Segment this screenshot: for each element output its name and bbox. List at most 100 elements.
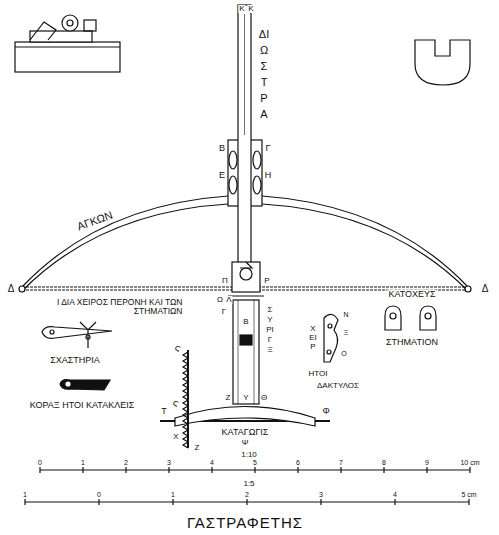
scale-number: 1 xyxy=(170,491,176,498)
hand-part xyxy=(324,314,338,362)
scale-tick xyxy=(24,499,25,505)
scale-number: 2 xyxy=(123,459,129,466)
scale-number: 6 xyxy=(295,459,301,466)
part-label: ΚΑΤΑΓΩΓΙΣ xyxy=(221,428,270,437)
part-label: Ξ xyxy=(343,329,350,336)
part-label: ΔΑΚΤΥΛΟΣ xyxy=(316,382,360,390)
part-label: Ϛ xyxy=(172,400,181,409)
rack-tooth xyxy=(183,358,188,364)
part-label: Χ xyxy=(172,433,179,441)
scale-tick xyxy=(211,467,212,473)
scale-number: 3 xyxy=(318,491,324,498)
rack-tooth xyxy=(183,400,188,406)
part-label: Δ xyxy=(7,284,16,294)
rack-tooth xyxy=(183,430,188,436)
part-label: Φ xyxy=(321,407,330,416)
part-label: Γ xyxy=(265,144,272,153)
rack-tooth xyxy=(183,406,188,412)
scale-ticks xyxy=(25,467,470,505)
trigger-lever xyxy=(42,327,112,339)
rack-tooth xyxy=(183,364,188,370)
rack-tooth xyxy=(183,418,188,424)
scale-number: 4 xyxy=(392,491,398,498)
scale-number: 8 xyxy=(381,459,387,466)
part-label: Β xyxy=(218,144,226,153)
part-label: Κ xyxy=(238,5,245,13)
part-label: 1:5 xyxy=(242,480,255,488)
part-label: Π xyxy=(221,277,229,285)
part-label: Η xyxy=(264,171,273,180)
part-label: Τ xyxy=(160,407,168,416)
scale-number: 5 cm xyxy=(460,491,477,498)
scale-number: 0 xyxy=(96,491,102,498)
part-label: Ω xyxy=(216,296,224,304)
part-label: Β xyxy=(242,318,249,326)
part-label: ΧΕΙΡ xyxy=(308,324,318,352)
scale-tick xyxy=(297,467,298,473)
hand-hole xyxy=(327,350,331,354)
scale-tick xyxy=(394,499,395,505)
holder-hole xyxy=(425,313,431,319)
part-label: Κ xyxy=(247,5,254,13)
rack-tooth xyxy=(183,370,188,376)
scale-number: 4 xyxy=(209,459,215,466)
part-label: Ϛ xyxy=(174,345,183,354)
part-label: Γ xyxy=(221,308,227,316)
holder-part xyxy=(420,306,436,330)
claw-part xyxy=(60,380,110,391)
part-label: Ζ xyxy=(225,394,232,402)
side-detail xyxy=(15,15,120,72)
scale-tick xyxy=(320,499,321,505)
scale-tick xyxy=(98,499,99,505)
scale-number: 2 xyxy=(244,491,250,498)
rack-tooth xyxy=(183,442,188,448)
part-label: Υ xyxy=(242,394,249,402)
scale-number: 3 xyxy=(166,459,172,466)
part-label: ΔΙΩΣΤΡΑ xyxy=(258,27,271,123)
stomach-rest xyxy=(160,407,330,427)
scale-tick xyxy=(172,499,173,505)
part-label: ΑΓΚΩΝ xyxy=(75,209,115,233)
claw-hole xyxy=(66,382,70,386)
part-label: Ρ xyxy=(263,277,270,285)
part-label: ΚΑΤΟΧΕΥΣ xyxy=(387,290,436,299)
part-label: Ψ xyxy=(241,439,250,447)
part-label: Ζ xyxy=(194,444,201,452)
scale-tick xyxy=(426,467,427,473)
part-label: Ν xyxy=(342,311,349,318)
part-label: ΣΧΑΣΤΗΡΙΑ xyxy=(49,356,101,365)
scale-number: 10 cm xyxy=(459,459,480,466)
scale-number: 7 xyxy=(338,459,344,466)
part-label: ΚΟΡΑΞ ΗΤΟΙ ΚΑΤΑΚΛΕΙΣ xyxy=(29,401,136,410)
scale-tick xyxy=(383,467,384,473)
rack-tooth xyxy=(183,376,188,382)
scale-tick xyxy=(125,467,126,473)
holder-part xyxy=(385,306,401,330)
scale-tick xyxy=(168,467,169,473)
rack-tooth xyxy=(183,394,188,400)
part-label: Ι ΔΙΑ ΧΕΙΡΟΣ ΠΕΡΟΝΗ ΚΑΙ ΤΩΝ ΣΤΗΜΑΤΙΩΝ xyxy=(17,298,184,315)
scale-number: 1 xyxy=(22,491,28,498)
part-label: Ε xyxy=(218,171,226,180)
hand-hole xyxy=(328,324,332,328)
rack-tooth xyxy=(183,388,188,394)
rack-tooth xyxy=(183,352,188,358)
scale-tick xyxy=(468,499,469,505)
rack-tooth xyxy=(183,436,188,442)
part-label: Ο xyxy=(340,350,347,357)
scale-number: 0 xyxy=(37,459,43,466)
scale-tick xyxy=(469,467,470,473)
scale-tick xyxy=(254,467,255,473)
part-label: Λ xyxy=(225,296,232,304)
rack-tooth xyxy=(183,424,188,430)
pin-hole xyxy=(86,335,90,339)
part-label: Θ xyxy=(260,394,268,402)
part-label: ΣΤΗΜΑΤΙΟΝ xyxy=(385,338,439,347)
scale-tick xyxy=(246,499,247,505)
scale-number: 9 xyxy=(424,459,430,466)
lever-hole xyxy=(50,330,54,334)
scale-tick xyxy=(340,467,341,473)
rack-tooth xyxy=(183,382,188,388)
trigger-block xyxy=(415,40,470,85)
